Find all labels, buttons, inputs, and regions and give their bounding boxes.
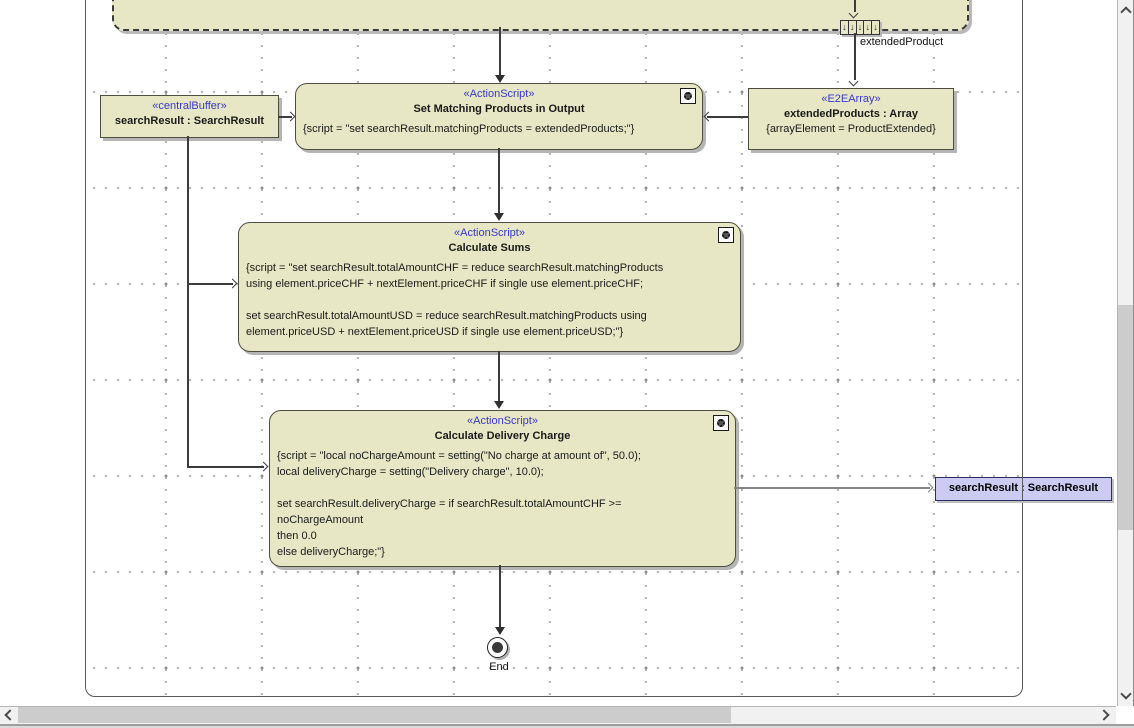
script-text: local deliveryCharge = setting("Delivery…: [277, 466, 544, 478]
behavior-gear-icon: [718, 227, 734, 243]
expansion-node[interactable]: ↓ ↓ ↓ ↓ ↓: [840, 20, 880, 35]
stereotype-label: «centralBuffer»: [152, 100, 227, 112]
frame-border-segment: [1022, 477, 1023, 500]
e2e-array-node[interactable]: «E2EArray» extendedProducts : Array {arr…: [748, 88, 954, 150]
stereotype-label: «ActionScript»: [467, 415, 538, 427]
script-text: element.priceUSD + nextElement.priceUSD …: [246, 326, 624, 338]
vertical-scrollbar-thumb[interactable]: [1118, 305, 1133, 530]
script-text: {script = "set searchResult.matchingProd…: [303, 123, 635, 135]
object-node-search-result[interactable]: searchResult : SearchResult: [935, 477, 1112, 501]
node-constraint: {arrayElement = ProductExtended}: [766, 123, 936, 135]
stereotype-label: «ActionScript»: [454, 227, 525, 239]
filled-arrowhead-down-icon: [494, 213, 504, 221]
script-text: using element.priceCHF + nextElement.pri…: [246, 278, 644, 290]
filled-arrowhead-down-icon: [495, 75, 505, 83]
down-arrow-icon: ↓: [864, 21, 873, 34]
action-node-calculate-delivery[interactable]: «ActionScript» Calculate Delivery Charge…: [269, 410, 736, 567]
node-name: searchResult : SearchResult: [948, 482, 1099, 494]
down-arrow-icon: ↓: [873, 22, 878, 32]
behavior-gear-icon: [713, 415, 729, 431]
horizontal-scrollbar-thumb[interactable]: [18, 707, 731, 723]
stereotype-label: «E2EArray»: [821, 93, 881, 105]
node-name: Calculate Sums: [448, 242, 531, 254]
behavior-gear-icon: [680, 88, 696, 104]
activity-final-node[interactable]: [487, 637, 508, 658]
final-node-core: [492, 642, 503, 653]
script-text: noChargeAmount: [277, 514, 364, 526]
action-node-set-matching[interactable]: «ActionScript» Set Matching Products in …: [295, 83, 703, 150]
scrollbar-corner: [1117, 706, 1134, 724]
script-text: set searchResult.deliveryCharge = if sea…: [277, 498, 622, 510]
script-text: else deliveryCharge;"}: [277, 546, 385, 558]
central-buffer-node[interactable]: «centralBuffer» searchResult : SearchRes…: [100, 95, 279, 138]
down-arrow-icon: ↓: [849, 21, 857, 34]
script-text: [246, 292, 740, 308]
filled-arrowhead-down-icon: [495, 627, 505, 635]
action-node-calculate-sums[interactable]: «ActionScript» Calculate Sums {script = …: [238, 222, 741, 352]
script-text: then 0.0: [277, 530, 317, 542]
node-name: searchResult : SearchResult: [114, 115, 265, 127]
node-name: Set Matching Products in Output: [413, 103, 585, 115]
node-name: Calculate Delivery Charge: [434, 430, 571, 442]
stereotype-label: «ActionScript»: [463, 88, 535, 100]
activity-node-partial[interactable]: [112, 0, 969, 31]
node-name: extendedProducts : Array: [783, 108, 919, 120]
end-label: End: [489, 661, 509, 673]
down-arrow-icon: ↓: [857, 21, 865, 34]
down-arrow-icon: ↓: [841, 21, 849, 34]
script-text: [277, 480, 735, 496]
script-text: {script = "local noChargeAmount = settin…: [277, 450, 641, 462]
pin-label: extendedProduct: [860, 36, 944, 48]
script-text: set searchResult.totalAmountUSD = reduce…: [246, 310, 647, 322]
script-text: {script = "set searchResult.totalAmountC…: [246, 262, 664, 274]
window-bottom-edge: [0, 724, 1134, 728]
filled-arrowhead-down-icon: [494, 401, 504, 409]
